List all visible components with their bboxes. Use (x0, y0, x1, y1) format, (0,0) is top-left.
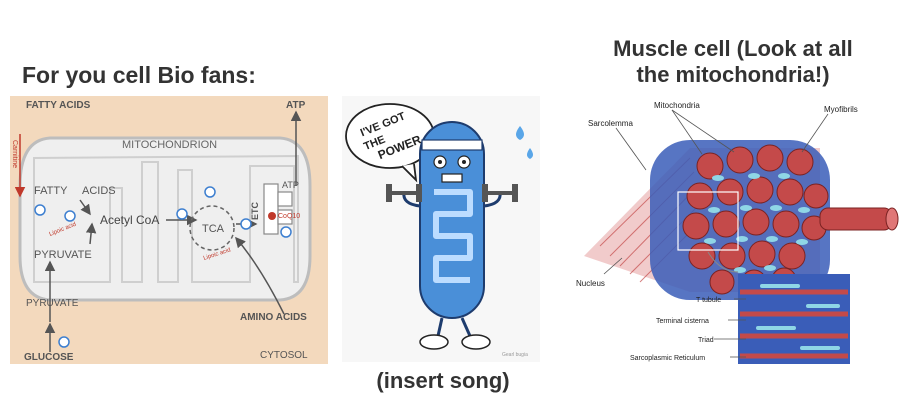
label-fatty: FATTY (34, 185, 68, 197)
label-sarcolemma: Sarcolemma (588, 119, 633, 128)
fatty-acid-to-acetyl-arrow (79, 199, 91, 216)
label-atp-top: ATP (286, 100, 306, 111)
protruding-myofibril (819, 207, 893, 231)
dumbbell-right (482, 184, 518, 202)
metabolism-diagram: FATTY ACIDS ATP MITOCHONDRION Carnitine … (10, 96, 328, 364)
cartoon-leg-right (460, 317, 472, 337)
inset-reticulum (756, 284, 840, 350)
label-etc: ETC (250, 201, 260, 220)
label-tca: TCA (202, 223, 225, 235)
zoom-region (677, 191, 739, 251)
sweat-drop-1 (516, 126, 524, 140)
label-coq10: CoQ10 (278, 213, 300, 220)
cartoon-headband (421, 139, 483, 151)
right-heading: Muscle cell (Look at all the mitochondri… (568, 36, 898, 88)
shoe-right (461, 334, 491, 350)
right-heading-line2: the mitochondria!) (636, 62, 830, 87)
label-triad: Triad (698, 337, 714, 344)
label-mitochondria: Mitochondria (654, 101, 700, 110)
muscle-cell-illustration: Mitochondria Sarcolemma Myofibrils Nucle… (576, 101, 899, 364)
dumbbell-left (386, 184, 422, 202)
left-heading: For you cell Bio fans: (22, 62, 256, 88)
speech-bubble-tail (401, 163, 418, 183)
mitochondria-cluster (704, 173, 810, 273)
mitochondrion-cristae (33, 154, 299, 283)
cartoon-cristae (433, 189, 473, 283)
label-sarcoplasmic-reticulum: Sarcoplasmic Reticulum (630, 355, 705, 362)
shoe-left (419, 334, 449, 350)
label-fatty-acids-top: FATTY ACIDS (26, 100, 91, 111)
cartoon-signature: Gearl bugia (502, 352, 528, 358)
label-glucose: GLUCOSE (24, 352, 74, 363)
label-myofibrils: Myofibrils (824, 105, 858, 114)
tca-cycle (189, 205, 235, 251)
mitochondrion-cartoon: I'VE GOT THE POWER Gearl bugia (342, 96, 540, 362)
label-acids: ACIDS (82, 185, 116, 197)
etc-complex (263, 183, 279, 235)
label-terminal-cisterna: Terminal cisterna (656, 318, 709, 325)
cartoon-leg-left (436, 317, 444, 337)
sweat-drop-2 (527, 148, 533, 159)
cartoon-mouth (441, 173, 463, 183)
label-mitochondrion: MITOCHONDRION (122, 139, 217, 151)
label-atp-inner: ATP (282, 180, 299, 190)
etc-complex-2 (277, 191, 293, 207)
mitochondrion-outer-membrane (18, 136, 312, 302)
callout-lines (603, 109, 829, 358)
etc-complex-3 (277, 209, 293, 225)
label-carnitine: Carnitine (11, 140, 18, 168)
label-acetyl-coa: Acetyl CoA (100, 213, 159, 227)
inset-myofibrils (740, 289, 848, 359)
b-vitamin-badges (34, 186, 292, 348)
cartoon-caption: (insert song) (376, 368, 510, 393)
zoom-connector (707, 251, 739, 273)
amino-acid-arrow (235, 236, 285, 315)
label-pyruvate-outer: PYRUVATE (26, 298, 79, 309)
label-t-tubule: T tubule (696, 297, 721, 304)
right-heading-line1: Muscle cell (Look at all (613, 36, 853, 61)
label-nucleus: Nucleus (576, 279, 605, 288)
cartoon-body (419, 121, 485, 319)
label-amino-acids: AMINO ACIDS (240, 312, 307, 323)
pyruvate-to-acetyl-arrow (85, 222, 97, 245)
label-pyruvate-inner: PYRUVATE (34, 249, 92, 261)
coq10-dot (268, 212, 276, 220)
label-cytosol: CYTOSOL (260, 350, 308, 361)
